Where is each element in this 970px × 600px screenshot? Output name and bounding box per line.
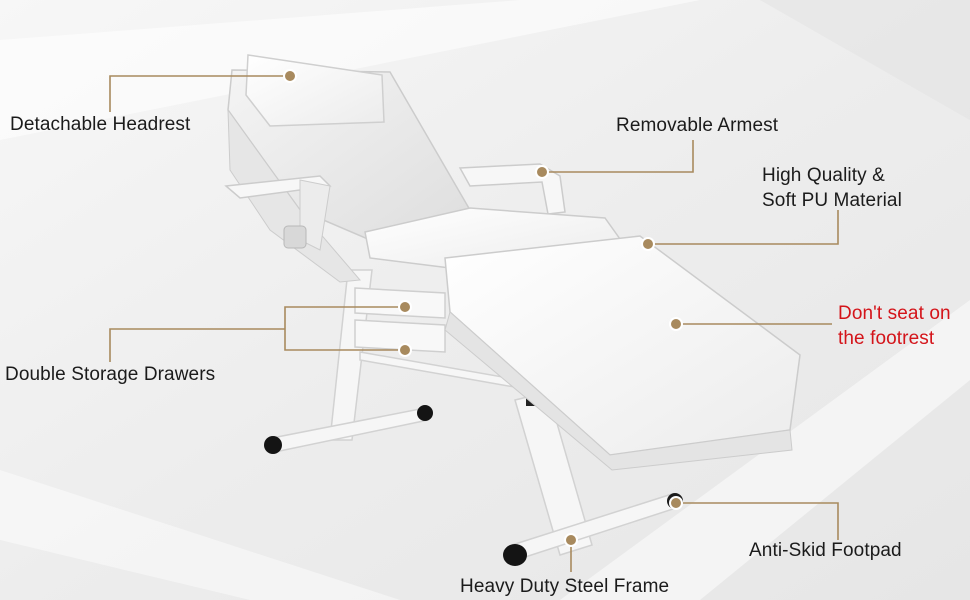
footpad-label: Anti-Skid Footpad — [749, 540, 902, 561]
callout-lines — [109, 75, 839, 572]
material-leader-line — [648, 210, 839, 245]
left-armrest-post — [299, 179, 331, 251]
footpad-dot — [669, 496, 683, 510]
footrest-warning-line2: the footrest — [838, 328, 935, 349]
leg-rest-side — [444, 311, 793, 471]
light-streak — [760, 0, 970, 120]
headrest-label: Detachable Headrest — [10, 114, 191, 135]
material-dot — [641, 237, 655, 251]
material-label-line1: High Quality & — [762, 165, 885, 186]
headrest-leader-line — [109, 75, 290, 112]
recline-knob — [283, 225, 307, 249]
headrest-cushion — [245, 54, 385, 127]
frame-dot — [564, 533, 578, 547]
lower-drawer — [354, 319, 446, 353]
armrest-dot — [535, 165, 549, 179]
rear-foot-cap — [417, 405, 433, 421]
drawers-label: Double Storage Drawers — [5, 364, 216, 385]
footpad-leader-line — [676, 502, 839, 540]
light-streak — [0, 470, 400, 600]
material-label-line2: Soft PU Material — [762, 190, 902, 211]
armrest-leader-line — [542, 140, 694, 173]
lower-drawer-dot — [398, 343, 412, 357]
upper-drawer-dot — [398, 300, 412, 314]
frame-label: Heavy Duty Steel Frame — [460, 576, 670, 597]
backrest — [227, 54, 472, 283]
rear-foot-cap — [264, 436, 282, 454]
headrest-dot — [283, 69, 297, 83]
footrest-dot — [669, 317, 683, 331]
drawer-leader-line — [109, 328, 285, 362]
callout-dots — [283, 69, 683, 547]
armrest-label: Removable Armest — [616, 115, 779, 136]
footrest-warning-line1: Don't seat on — [838, 303, 951, 324]
front-foot-cap — [503, 544, 527, 566]
